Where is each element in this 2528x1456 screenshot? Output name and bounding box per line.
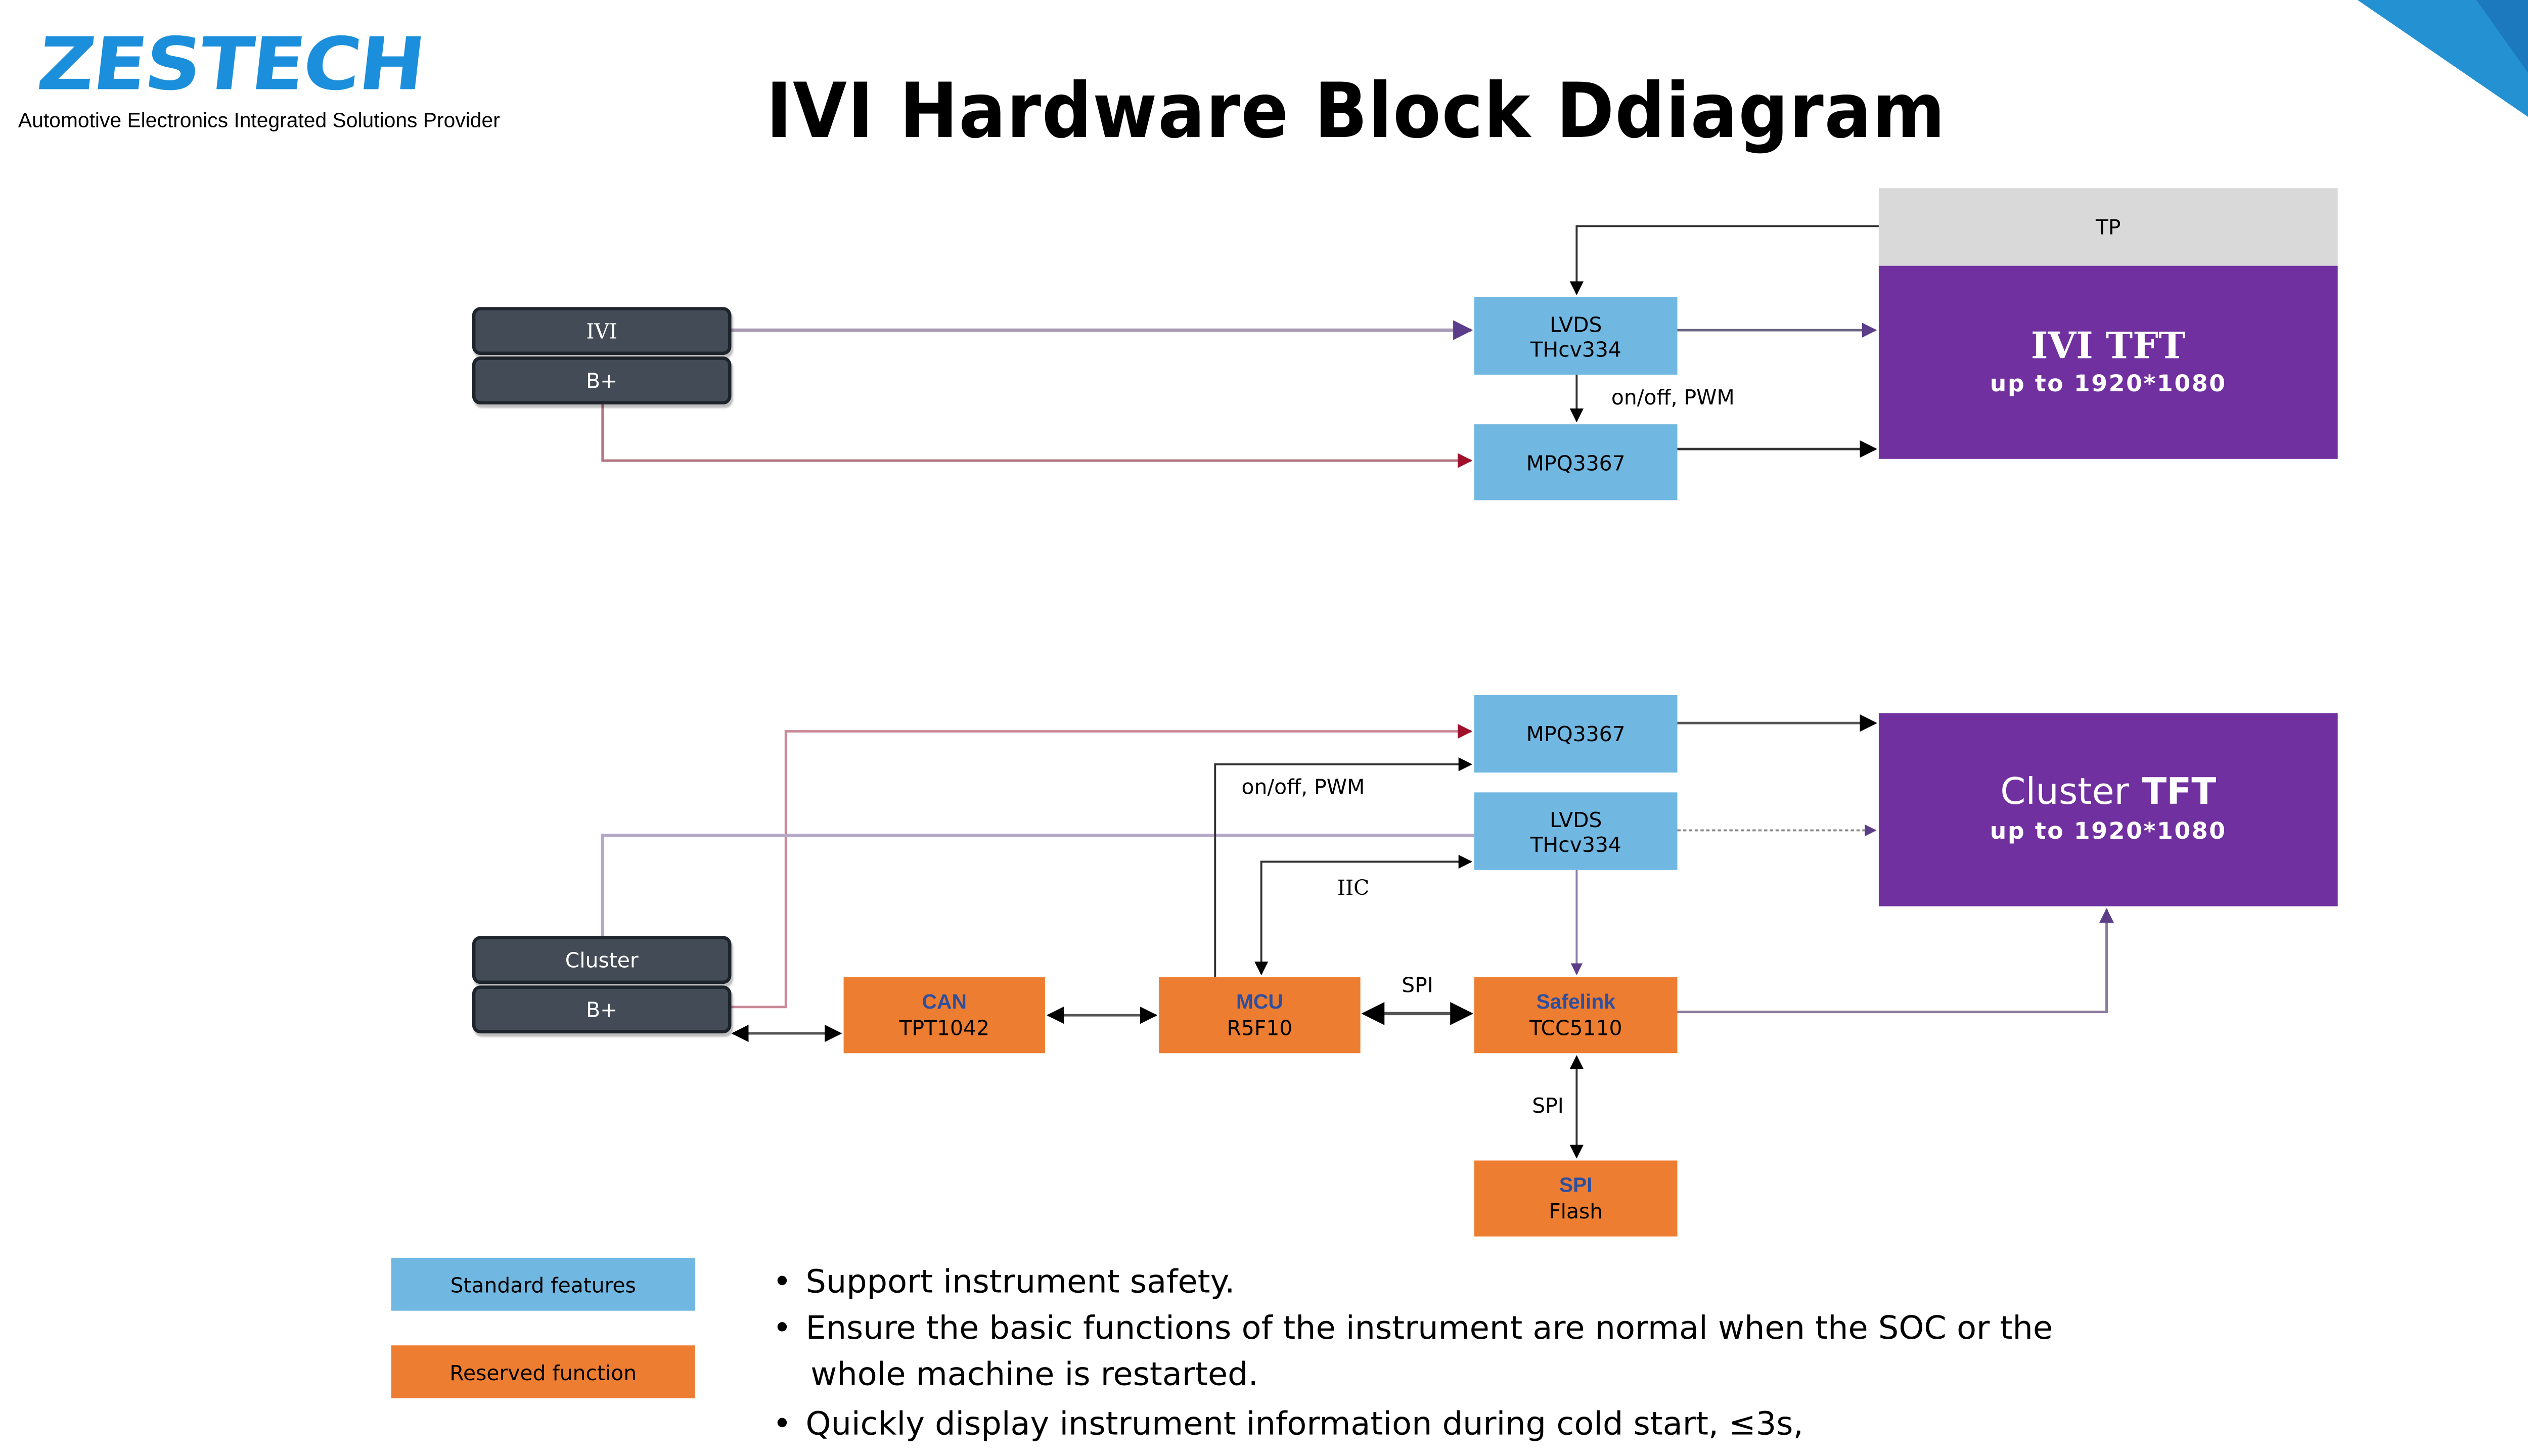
cluster-lvds-line1: LVDS xyxy=(1549,806,1602,832)
ivi-lvds-line1: LVDS xyxy=(1549,311,1602,336)
ivi-backlight-block: MPQ3367 xyxy=(1474,424,1678,500)
ivi-tft-title: IVI TFT xyxy=(2030,324,2186,368)
note-item-continued: whole machine is restarted. xyxy=(810,1355,1258,1393)
cluster-tft-title: Cluster TFT xyxy=(2000,772,2216,815)
touch-panel-block: TP xyxy=(1878,188,2338,266)
legend-reserved: Reserved function xyxy=(391,1345,695,1398)
cluster-tft-display: Cluster TFT up to 1920*1080 xyxy=(1878,713,2338,906)
safelink-part: TCC5110 xyxy=(1529,1015,1622,1040)
ivi-connector-signal-label: IVI xyxy=(586,318,618,344)
spi-flash-label: SPI xyxy=(1532,1093,1564,1118)
legend-reserved-label: Reserved function xyxy=(449,1359,637,1384)
ivi-pwm-label: on/off, PWM xyxy=(1611,384,1735,410)
note-item: Ensure the basic functions of the instru… xyxy=(773,1306,2053,1352)
cluster-backlight-label: MPQ3367 xyxy=(1526,721,1626,746)
safelink-heading: Safelink xyxy=(1536,990,1615,1014)
ivi-lvds-line2: THcv334 xyxy=(1530,336,1621,361)
page-title: IVI Hardware Block Ddiagram xyxy=(766,66,1946,155)
touch-panel-label: TP xyxy=(2095,214,2121,240)
zestech-logo: ZESTECH xyxy=(33,23,428,108)
cluster-connector-power-label: B+ xyxy=(586,997,618,1022)
spi-flash-heading: SPI xyxy=(1559,1173,1593,1197)
legend-standard: Standard features xyxy=(391,1258,695,1311)
spi-flash-part: Flash xyxy=(1549,1198,1603,1223)
cluster-connector-signal: Cluster xyxy=(472,936,732,984)
safelink-to-tft-line xyxy=(1677,908,2114,1014)
ivi-lvds-block: LVDS THcv334 xyxy=(1474,297,1678,375)
ivi-power-line xyxy=(601,402,1473,468)
ivi-connector-power: B+ xyxy=(472,356,732,404)
cluster-connector-power: B+ xyxy=(472,985,732,1034)
tp-to-lvds-line xyxy=(1569,225,1879,295)
can-heading: CAN xyxy=(922,990,967,1014)
ivi-tft-resolution: up to 1920*1080 xyxy=(1990,371,2227,397)
spi-flash-block: SPI Flash xyxy=(1474,1160,1678,1237)
cluster-tft-resolution: up to 1920*1080 xyxy=(1990,817,2227,845)
safelink-block: Safelink TCC5110 xyxy=(1474,977,1678,1054)
iic-label: IIC xyxy=(1337,875,1370,900)
ivi-connector-signal: IVI xyxy=(472,307,732,355)
note-item: Support instrument safety. xyxy=(773,1259,2053,1305)
corner-decoration-icon xyxy=(2357,0,2528,117)
cluster-lvds-block: LVDS THcv334 xyxy=(1474,792,1678,870)
cluster-pwm-label: on/off, PWM xyxy=(1241,774,1365,799)
cluster-lvds-line2: THcv334 xyxy=(1530,831,1621,856)
cluster-tft-title-light: Cluster xyxy=(2000,771,2130,813)
ivi-backlight-label: MPQ3367 xyxy=(1526,449,1626,475)
mcu-part: R5F10 xyxy=(1227,1015,1293,1040)
mcu-block: MCU R5F10 xyxy=(1159,977,1361,1054)
spi-mcu-label: SPI xyxy=(1402,972,1433,997)
ivi-tft-display: IVI TFT up to 1920*1080 xyxy=(1878,265,2338,459)
note-item: Quickly display instrument information d… xyxy=(773,1401,2053,1447)
logo-tagline: Automotive Electronics Integrated Soluti… xyxy=(18,109,500,132)
cluster-tft-title-bold: TFT xyxy=(2142,771,2217,813)
mcu-heading: MCU xyxy=(1236,990,1283,1014)
cluster-connector-signal-label: Cluster xyxy=(565,947,639,973)
legend-standard-label: Standard features xyxy=(450,1271,636,1297)
cluster-backlight-block: MPQ3367 xyxy=(1474,695,1678,773)
can-part: TPT1042 xyxy=(899,1015,989,1040)
can-transceiver-block: CAN TPT1042 xyxy=(843,977,1045,1054)
cluster-power-line xyxy=(731,723,1473,1009)
notes-list: Support instrument safety. Ensure the ba… xyxy=(773,1259,2053,1447)
ivi-connector-power-label: B+ xyxy=(586,368,618,393)
